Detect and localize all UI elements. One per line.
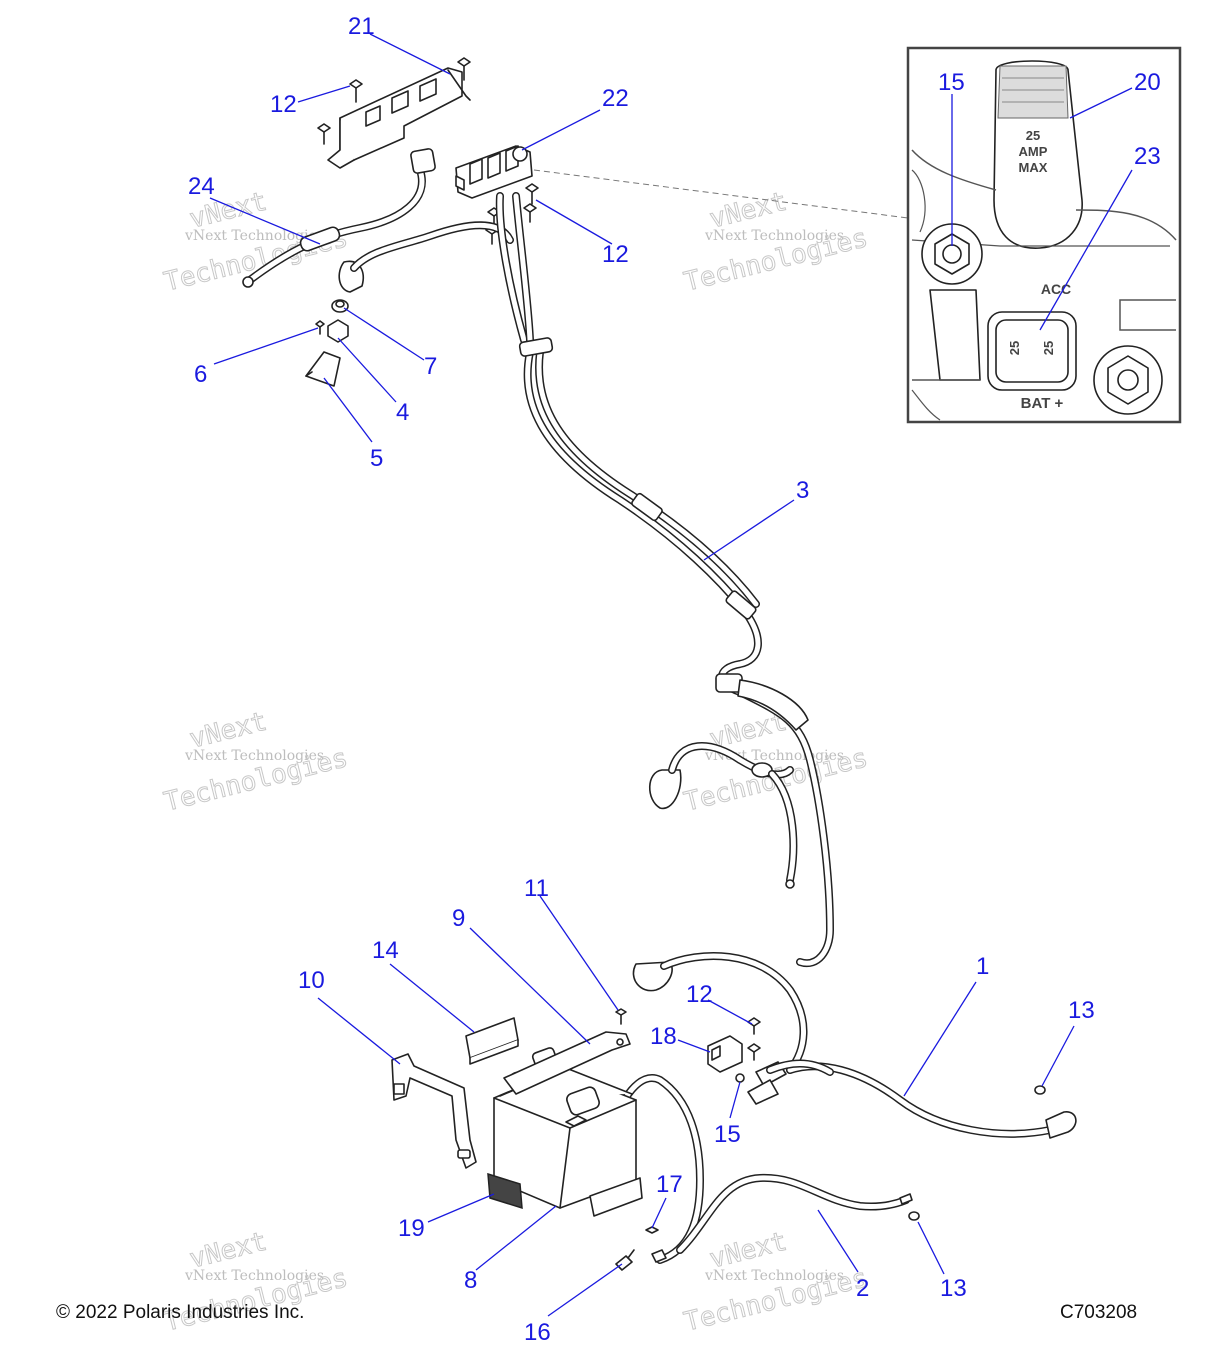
watermark-line: vNext Technologies	[704, 1268, 844, 1284]
pin-part-16	[615, 1249, 635, 1271]
fuse-cap-label-3: MAX	[1019, 160, 1048, 175]
bat-label: BAT +	[1021, 395, 1064, 412]
screw-part-11	[615, 1008, 627, 1025]
watermark-line: vNext Technologies	[184, 1268, 324, 1284]
callout-17: 17	[656, 1171, 683, 1198]
detail-inset: 25 AMP MAX ACC 25 25 BAT +	[906, 46, 1182, 424]
nut-part-13-lower	[908, 1211, 920, 1221]
watermark-line: vNext Technologies	[184, 228, 324, 244]
callout-15-inset: 15	[938, 69, 965, 96]
callout-6: 6	[194, 361, 207, 388]
pad-part-19	[487, 1172, 523, 1210]
callout-10: 10	[298, 967, 325, 994]
leader-lines	[209, 33, 1133, 1317]
callout-7: 7	[424, 353, 437, 380]
relay-part-18	[707, 1017, 761, 1083]
callout-13-lower: 13	[940, 1275, 967, 1302]
pad-part-14	[465, 1017, 519, 1065]
acc-label: ACC	[1041, 281, 1071, 297]
copyright-text: © 2022 Polaris Industries Inc.	[56, 1302, 305, 1323]
callout-22: 22	[602, 85, 629, 112]
drawing-number: C703208	[1060, 1302, 1138, 1323]
callout-11: 11	[524, 875, 549, 902]
harness-part-3	[338, 192, 834, 968]
callout-21: 21	[348, 13, 375, 40]
callout-9: 9	[452, 905, 465, 932]
fuse-lead-part-24	[242, 148, 436, 288]
fuse-value-left: 25	[1007, 341, 1022, 355]
callout-12-top: 12	[270, 91, 297, 118]
callout-2: 2	[856, 1275, 869, 1302]
callout-labels: 21 12 22 24 12 7 6 4 5 3 15 20 23 11 9 1…	[188, 13, 1161, 1346]
callout-4: 4	[396, 399, 409, 426]
fuse-value-right: 25	[1041, 341, 1056, 355]
pad-part-17	[589, 1177, 659, 1234]
negative-cable-part-2	[608, 1074, 913, 1264]
fuse-cap-label-1: 25	[1026, 128, 1040, 143]
callout-5: 5	[370, 445, 383, 472]
battery-cable-part-1	[632, 952, 1077, 1139]
fuse-cap-label-2: AMP	[1019, 144, 1048, 159]
callout-8: 8	[464, 1267, 477, 1294]
callout-12-lower: 12	[686, 981, 713, 1008]
watermark-line: vNext Technologies	[704, 228, 844, 244]
watermark-line: vNext Technologies	[184, 748, 324, 764]
callout-20: 20	[1134, 69, 1161, 96]
terminal-bracket-group	[305, 299, 349, 387]
callout-18: 18	[650, 1023, 677, 1050]
callout-15-lower: 15	[714, 1121, 741, 1148]
inset-reference-line	[533, 169, 909, 219]
callout-23: 23	[1134, 143, 1161, 170]
callout-16: 16	[524, 1319, 551, 1346]
callout-19: 19	[398, 1215, 425, 1242]
callout-1: 1	[976, 953, 989, 980]
nut-part-13-upper	[1034, 1085, 1046, 1095]
callout-13-upper: 13	[1068, 997, 1095, 1024]
callout-3: 3	[796, 477, 809, 504]
callout-12-mid: 12	[602, 241, 629, 268]
fuse-block-part-22	[455, 145, 539, 245]
strap-part-9	[503, 1031, 631, 1095]
callout-14: 14	[372, 937, 399, 964]
callout-24: 24	[188, 173, 215, 200]
bracket-part-10	[391, 1053, 477, 1169]
bracket-part-21	[317, 57, 471, 169]
